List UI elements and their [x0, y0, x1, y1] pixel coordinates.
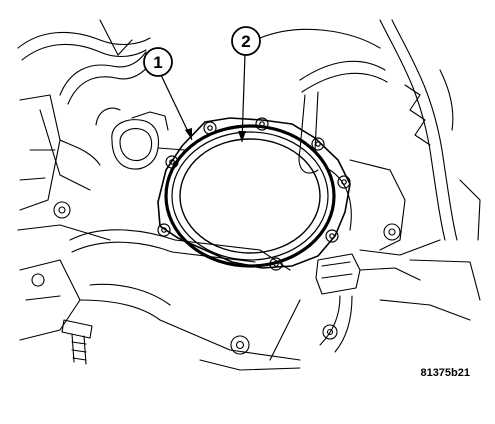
leader-arrowheads: [185, 128, 246, 142]
gasket-outer: [164, 124, 336, 268]
callout-circle: [231, 26, 261, 56]
flange-bolts: [157, 117, 351, 271]
cover-assembly: [157, 117, 351, 271]
leader-line-2: [241, 53, 246, 143]
engine-background-linework: [17, 19, 481, 371]
callout-label: 1: [153, 53, 162, 72]
cover-opening: [179, 138, 321, 254]
callout-circle: [143, 47, 173, 77]
callout-leaders: [160, 53, 246, 143]
callout-1: 1: [143, 47, 173, 77]
cover-flange: [157, 117, 351, 269]
leader-line-1: [160, 74, 193, 141]
figure-id: 81375b21: [420, 367, 470, 379]
callout-label: 2: [241, 32, 250, 51]
callout-2: 2: [231, 26, 261, 56]
gasket-inner: [171, 131, 329, 261]
